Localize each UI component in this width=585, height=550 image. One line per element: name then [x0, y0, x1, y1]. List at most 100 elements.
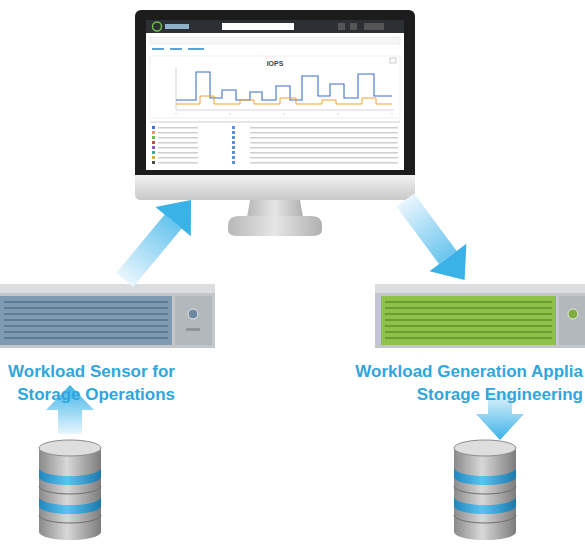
table-check	[232, 131, 235, 134]
server-handle	[175, 296, 212, 345]
vent	[4, 313, 168, 315]
monitor-neck	[247, 200, 303, 217]
db-seam	[454, 515, 516, 523]
table-swatch	[152, 141, 155, 144]
table-swatch	[152, 131, 155, 134]
db-top	[454, 440, 516, 456]
arrow-head	[155, 200, 191, 236]
chart-title: IOPS	[255, 59, 295, 68]
dashboard-table	[150, 121, 400, 164]
vent	[4, 301, 168, 303]
vent	[385, 301, 552, 303]
db-seam	[454, 486, 516, 494]
database-icon	[454, 440, 516, 540]
flow-arrow	[405, 200, 466, 280]
table-swatch	[152, 151, 155, 154]
table-row	[250, 162, 398, 164]
table-check	[232, 156, 235, 159]
table-check	[232, 141, 235, 144]
db-bottom	[39, 524, 101, 540]
db-seam	[39, 486, 101, 494]
table-check	[232, 161, 235, 164]
db-top	[39, 440, 101, 456]
server-handle	[559, 296, 585, 345]
vent	[4, 319, 168, 321]
vent	[4, 325, 168, 327]
chart-frame	[150, 56, 400, 118]
monitor-base	[228, 216, 322, 236]
db-band	[454, 497, 516, 514]
table-swatch	[152, 126, 155, 129]
chart-tick	[392, 113, 393, 115]
table-row	[158, 162, 198, 164]
table-check	[232, 151, 235, 154]
appliance-label: Workload Sensor for Storage Operations	[0, 360, 175, 406]
table-check	[232, 126, 235, 129]
table-header	[150, 121, 400, 123]
vent	[385, 337, 552, 339]
generation-appliance	[375, 284, 585, 348]
table-check	[232, 146, 235, 149]
monitor-screen	[146, 20, 404, 170]
vent	[385, 325, 552, 327]
db-band	[39, 497, 101, 514]
chart-tick	[338, 113, 339, 115]
server-vents	[4, 302, 168, 338]
table-row	[250, 147, 398, 149]
monitor-illustration	[135, 10, 415, 236]
power-button	[188, 309, 198, 319]
vent	[4, 331, 168, 333]
search-box	[222, 23, 294, 30]
server-body	[0, 293, 215, 348]
flow-arrow	[125, 200, 191, 280]
server-body	[375, 293, 585, 348]
server-top	[375, 284, 585, 293]
chart-tick	[230, 113, 231, 115]
vent	[385, 313, 552, 315]
table-row	[250, 152, 398, 154]
database-icon	[39, 440, 101, 540]
table-swatch	[152, 161, 155, 164]
table-swatch	[152, 146, 155, 149]
vent	[385, 331, 552, 333]
tab	[152, 48, 164, 50]
db-body	[454, 448, 516, 532]
chart-tick	[176, 113, 177, 115]
appliance-label: Workload Generation Applia Storage Engin…	[333, 360, 583, 406]
vent	[4, 307, 168, 309]
arrow-head	[429, 244, 466, 280]
table-swatch	[152, 156, 155, 159]
dashboard-logo	[153, 22, 162, 31]
chart-tick	[284, 113, 285, 115]
chart-button	[390, 58, 396, 63]
db-band	[39, 468, 101, 485]
server-front-panel	[381, 296, 556, 345]
table-row	[250, 137, 398, 139]
header-button	[364, 23, 384, 30]
vent	[385, 307, 552, 309]
tab	[188, 48, 204, 50]
db-band	[454, 468, 516, 485]
header-icon	[338, 23, 345, 30]
table-row	[250, 157, 398, 159]
dashboard-logo-bar	[165, 24, 189, 29]
db-bottom	[454, 524, 516, 540]
table-row	[158, 137, 198, 139]
table-row	[158, 147, 198, 149]
dashboard-header	[146, 20, 404, 33]
table-row	[250, 132, 398, 134]
monitor-chin	[135, 175, 415, 200]
vent	[4, 337, 168, 339]
tab	[170, 48, 182, 50]
server-slot	[186, 328, 200, 331]
table-row	[250, 127, 398, 129]
db-seam	[39, 515, 101, 523]
vent	[385, 319, 552, 321]
monitor-node: IOPS	[135, 10, 415, 200]
chart-series	[176, 96, 392, 104]
chart-axis	[176, 110, 394, 111]
table-row	[158, 127, 198, 129]
